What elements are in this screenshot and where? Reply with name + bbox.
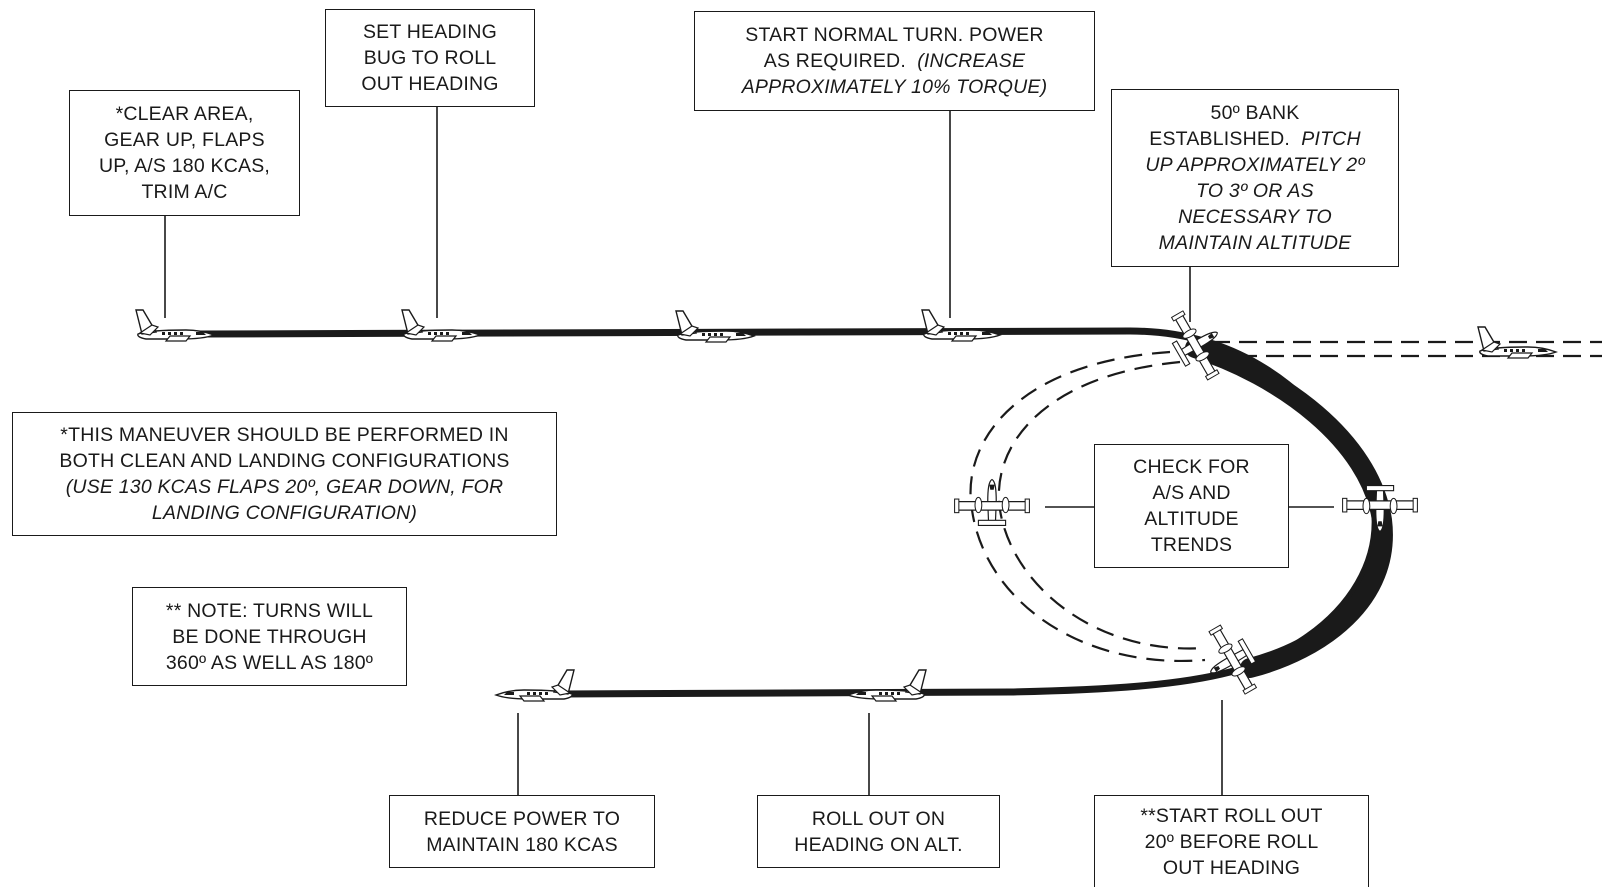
callout-line: 360º AS WELL AS 180º <box>165 651 374 674</box>
callout-text: ESTABLISHED. <box>1149 128 1290 150</box>
callout-line: **START ROLL OUT <box>1140 804 1323 827</box>
aircraft-top-view-icon <box>1192 618 1268 705</box>
callout-line: BE DONE THROUGH <box>172 625 367 648</box>
callout-text: AS REQUIRED. <box>763 50 906 72</box>
aircraft-side-view-icon <box>495 669 575 702</box>
callout-start-turn: START NORMAL TURN. POWER AS REQUIRED. (I… <box>694 11 1095 111</box>
callout-line: ESTABLISHED. PITCH <box>1149 126 1361 152</box>
callout-set-heading: SET HEADING BUG TO ROLL OUT HEADING <box>325 9 535 107</box>
callout-check-trends: CHECK FOR A/S AND ALTITUDE TRENDS <box>1094 444 1289 568</box>
callout-line: *CLEAR AREA, <box>115 103 254 125</box>
callout-line: GEAR UP, FLAPS <box>104 129 265 151</box>
callout-italic-line: (USE 130 KCAS FLAPS 20º, GEAR DOWN, FOR <box>65 476 504 498</box>
callout-line: ** NOTE: TURNS WILL <box>165 599 374 622</box>
aircraft-side-view-icon <box>401 309 481 342</box>
callout-maneuver-note: *THIS MANEUVER SHOULD BE PERFORMED IN BO… <box>12 412 557 536</box>
callout-turns-note: ** NOTE: TURNS WILL BE DONE THROUGH 360º… <box>132 587 407 686</box>
callout-roll-out: ROLL OUT ON HEADING ON ALT. <box>757 795 1000 868</box>
callout-line: BOTH CLEAN AND LANDING CONFIGURATIONS <box>59 450 510 472</box>
callout-line: TRIM A/C <box>141 181 228 203</box>
callout-line: TRENDS <box>1150 534 1233 556</box>
callout-line: 20º BEFORE ROLL <box>1144 830 1319 853</box>
aircraft-side-view-icon <box>675 310 755 343</box>
callout-line: UP, A/S 180 KCAS, <box>98 155 271 177</box>
callout-line: OUT HEADING <box>361 73 499 95</box>
callout-line: AS REQUIRED. (INCREASE <box>764 48 1025 74</box>
aircraft-top-view-icon <box>954 478 1030 526</box>
callout-line: A/S AND <box>1152 482 1231 504</box>
callout-line: *THIS MANEUVER SHOULD BE PERFORMED IN <box>60 424 509 446</box>
callout-line: BUG TO ROLL <box>363 47 497 69</box>
callout-line: START NORMAL TURN. POWER <box>745 24 1044 46</box>
callout-bank-established: 50º BANK ESTABLISHED. PITCH UP APPROXIMA… <box>1111 89 1399 267</box>
aircraft-side-view-icon <box>921 309 1001 342</box>
leader-lines <box>164 107 1334 795</box>
callout-line: OUT HEADING <box>1162 856 1301 879</box>
callout-line: ROLL OUT ON <box>811 807 946 830</box>
callout-line: SET HEADING <box>362 21 498 43</box>
callout-italic-line: MAINTAIN ALTITUDE <box>1158 232 1352 254</box>
callout-italic-line: TO 3º OR AS <box>1196 180 1314 202</box>
callout-italic-text: PITCH <box>1301 128 1361 150</box>
callout-start-roll-out: **START ROLL OUT 20º BEFORE ROLL OUT HEA… <box>1094 795 1369 887</box>
callout-line: 50º BANK <box>1210 102 1300 124</box>
callout-italic-line: APPROXIMATELY 10% TORQUE) <box>741 76 1048 98</box>
callout-italic-text: (INCREASE <box>917 50 1026 72</box>
aircraft-side-view-icon <box>847 669 927 702</box>
callout-line: HEADING ON ALT. <box>794 833 963 856</box>
callout-reduce-power: REDUCE POWER TO MAINTAIN 180 KCAS <box>389 795 655 868</box>
aircraft-side-view-icon <box>135 309 215 342</box>
callout-italic-line: NECESSARY TO <box>1178 206 1332 228</box>
aircraft-top-view-icon <box>1342 485 1418 533</box>
callout-clear-area: *CLEAR AREA, GEAR UP, FLAPS UP, A/S 180 … <box>69 90 300 216</box>
callout-italic-line: UP APPROXIMATELY 2º <box>1145 154 1365 176</box>
callout-line: CHECK FOR <box>1133 456 1250 478</box>
callout-line: MAINTAIN 180 KCAS <box>426 833 618 856</box>
callout-italic-line: LANDING CONFIGURATION) <box>151 502 418 524</box>
callout-line: REDUCE POWER TO <box>423 807 621 830</box>
aircraft-top-view-icon <box>1160 300 1236 387</box>
callout-line: ALTITUDE <box>1144 508 1239 530</box>
